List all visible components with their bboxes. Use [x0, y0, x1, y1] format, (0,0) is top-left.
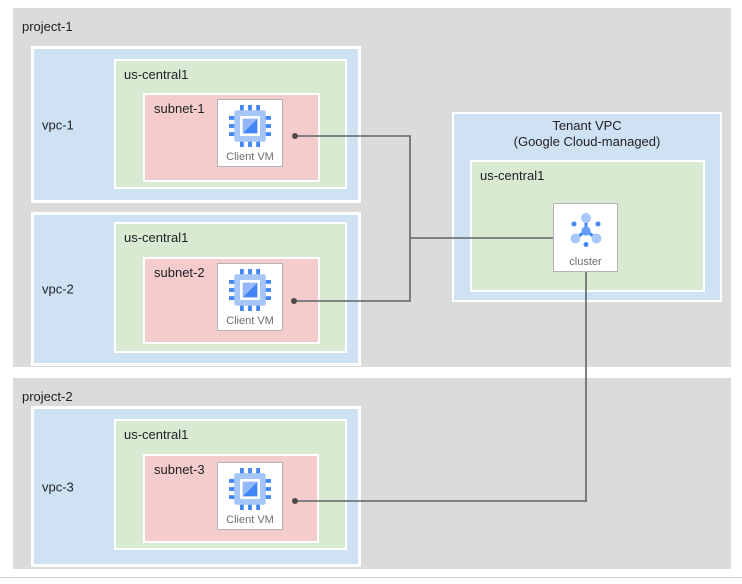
- tenant-vpc-title-line1: Tenant VPC: [552, 118, 622, 133]
- cluster-card: cluster: [553, 203, 618, 272]
- subnet-label: subnet-2: [154, 265, 205, 280]
- vpc-3-box: vpc-3 us-central1 subnet-3: [31, 406, 361, 567]
- cluster-icon: [554, 204, 617, 256]
- tenant-vpc-box: Tenant VPC (Google Cloud-managed) us-cen…: [452, 112, 722, 302]
- subnet-box: subnet-1: [143, 93, 320, 182]
- tenant-vpc-title: Tenant VPC (Google Cloud-managed): [454, 118, 720, 150]
- region-box: us-central1 subnet-2: [114, 222, 347, 353]
- vpc-2-box: vpc-2 us-central1 subnet-2: [31, 212, 361, 366]
- subnet-box: subnet-2: [143, 257, 320, 344]
- tenant-vpc-title-line2: (Google Cloud-managed): [513, 134, 661, 149]
- region-label: us-central1: [124, 230, 189, 245]
- subnet-label: subnet-1: [154, 101, 205, 116]
- compute-engine-icon: [218, 264, 282, 315]
- client-vm-label: Client VM: [226, 514, 274, 526]
- vpc-label: vpc-1: [42, 117, 74, 132]
- subnet-box: subnet-3: [143, 454, 319, 543]
- client-vm-label: Client VM: [226, 315, 274, 327]
- subnet-label: subnet-3: [154, 462, 205, 477]
- vpc-1-box: vpc-1 us-central1 subnet-1: [31, 46, 361, 203]
- bottom-divider: [0, 577, 742, 578]
- client-vm-card: Client VM: [217, 99, 283, 167]
- project-label: project-2: [22, 389, 73, 404]
- region-box: us-central1: [470, 160, 705, 292]
- project-label: project-1: [22, 19, 73, 34]
- client-vm-card: Client VM: [217, 462, 283, 530]
- compute-engine-icon: [218, 463, 282, 514]
- cluster-label: cluster: [569, 256, 602, 268]
- region-box: us-central1 subnet-1: [114, 59, 347, 189]
- project-1-box: project-1 vpc-1 us-central1 subnet-1: [13, 8, 731, 367]
- vpc-label: vpc-3: [42, 479, 74, 494]
- compute-engine-icon: [218, 100, 282, 151]
- vpc-label: vpc-2: [42, 281, 74, 297]
- project-2-box: project-2 vpc-3 us-central1 subnet-3: [13, 378, 731, 569]
- region-box: us-central1 subnet-3: [114, 419, 347, 550]
- client-vm-card: Client VM: [217, 263, 283, 331]
- client-vm-label: Client VM: [226, 151, 274, 163]
- region-label: us-central1: [124, 67, 189, 82]
- region-label: us-central1: [480, 168, 545, 183]
- region-label: us-central1: [124, 427, 189, 442]
